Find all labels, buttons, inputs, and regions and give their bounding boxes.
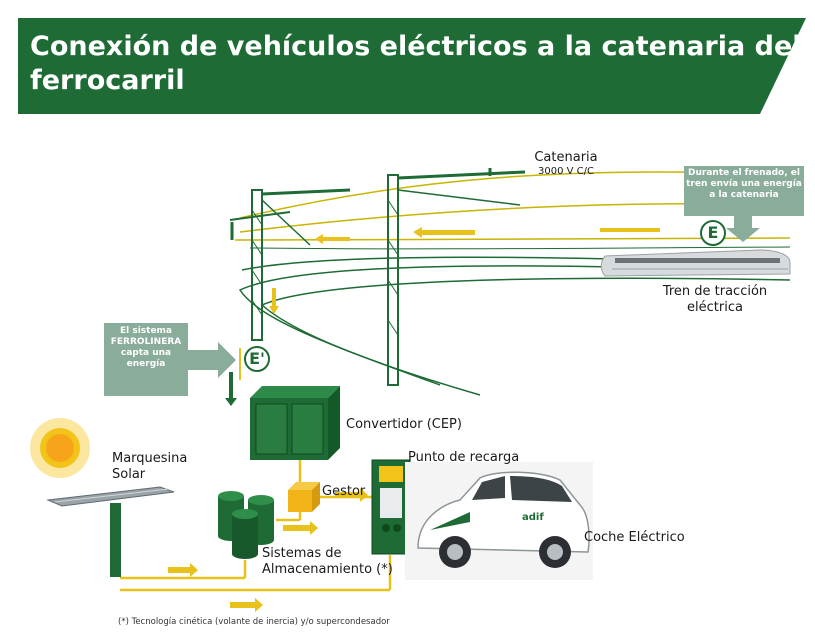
sun-icon [30, 418, 90, 478]
charging-point-label: Punto de recarga [408, 450, 520, 465]
power-flow-arrows [168, 488, 368, 612]
manager-cube [288, 482, 320, 512]
train-label-line1: Tren de tracción [662, 284, 768, 299]
ferrolinera-arrow [188, 342, 236, 378]
braking-note-line1: Durante el frenado, el [688, 168, 800, 178]
catenary-voltage-label: 3000 V C/C [538, 166, 594, 177]
storage-label-line1: Sistemas de [262, 546, 342, 561]
ferrolinera-callout: El sistema FERROLINERA capta una energía [104, 323, 188, 396]
page-title-line2: ferrocarril [30, 65, 185, 96]
footnote: (*) Tecnología cinética (volante de iner… [118, 617, 390, 627]
braking-callout: Durante el frenado, el tren envía una en… [684, 166, 804, 216]
solar-canopy [46, 486, 175, 577]
storage-label-line2: Almacenamiento (*) [262, 562, 393, 577]
catenary-mast-left [229, 188, 351, 341]
storage-cylinders [218, 491, 274, 559]
captured-energy-badge: E' [244, 346, 270, 372]
feed-line [225, 348, 241, 406]
energy-flow-arrows-catenary [269, 227, 660, 314]
manager-label: Gestor [322, 484, 366, 499]
car-brand-logo: adif [522, 512, 544, 523]
ferrolinera-line4: energía [126, 359, 166, 369]
braking-note-line3: a la catenaria [709, 190, 779, 200]
converter-label: Convertidor (CEP) [346, 417, 462, 432]
electric-train [600, 249, 791, 277]
braking-note-line2: tren envía una energía [686, 179, 802, 189]
train-label-line2: eléctrica [687, 300, 743, 315]
energy-symbol-badge: E [700, 220, 726, 246]
charging-point [371, 459, 436, 555]
title-banner [18, 18, 806, 114]
ferrolinera-line2: FERROLINERA [110, 337, 182, 347]
braking-arrow [726, 214, 760, 242]
solar-label-line2: Solar [112, 467, 146, 482]
converter-cabinet [250, 386, 340, 460]
solar-label-line1: Marquesina [112, 451, 188, 466]
ferrolinera-line1: El sistema [119, 326, 173, 336]
electric-car [405, 462, 593, 580]
car-label: Coche Eléctrico [584, 530, 685, 545]
catenary-label: Catenaria [534, 150, 598, 165]
railway-track [238, 256, 791, 396]
catenary-mast-middle [387, 168, 526, 386]
page-title-line1: Conexión de vehículos eléctricos a la ca… [30, 31, 802, 62]
ferrolinera-line3: capta una [120, 348, 172, 358]
